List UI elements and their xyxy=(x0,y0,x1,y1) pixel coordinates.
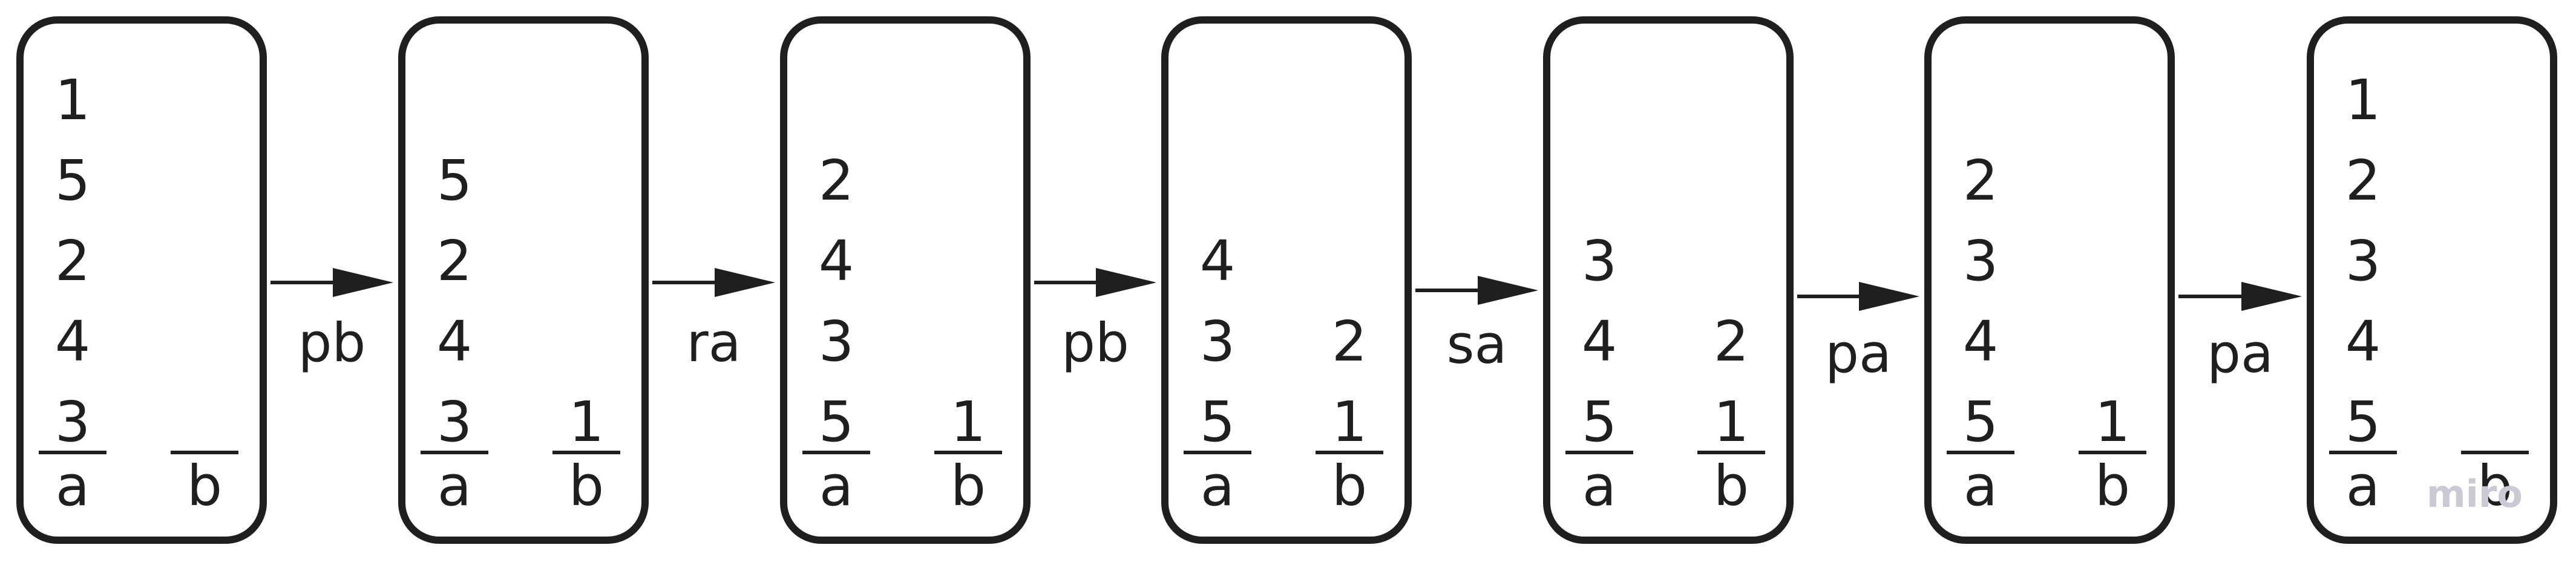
panel-frame xyxy=(16,16,267,544)
arrow-head-icon xyxy=(1096,268,1156,297)
arrow-head-icon xyxy=(1859,282,1919,311)
stack-a-value: 3 xyxy=(1200,309,1236,374)
stack-b-label: b xyxy=(1332,454,1367,518)
arrow-head-icon xyxy=(333,268,393,297)
stack-b-value: 2 xyxy=(1332,309,1368,374)
operation-arrow: pb xyxy=(270,268,393,374)
stack-state-panel: 4 3 5 2 1 a b xyxy=(1161,16,1412,544)
stack-a-value: 3 xyxy=(1963,229,1999,293)
stack-a-value: 5 xyxy=(55,148,91,213)
stack-state-panel: 2 3 4 5 1 a b xyxy=(1924,16,2175,544)
operation-arrow: pa xyxy=(1797,282,1919,385)
operation-label: sa xyxy=(1447,313,1507,376)
stack-b-label: b xyxy=(2477,454,2512,518)
stack-b-label: b xyxy=(951,454,986,518)
panel-frame xyxy=(780,16,1031,544)
stack-a-value: 5 xyxy=(437,148,473,213)
operation-arrow: pa xyxy=(2178,282,2302,385)
stack-state-panel: 1 2 3 4 5a b xyxy=(2307,16,2557,544)
stack-a-value: 2 xyxy=(55,229,91,293)
stack-a-value: 3 xyxy=(819,309,854,374)
stack-b-value: 1 xyxy=(1714,390,1749,454)
operation-label: pb xyxy=(1061,312,1129,374)
stack-a-value: 1 xyxy=(2345,68,2381,132)
stack-a-value: 4 xyxy=(55,309,91,374)
panel-frame xyxy=(1161,16,1412,544)
operation-label: ra xyxy=(686,312,741,374)
stack-state-panel: 2 4 3 5 1 a b xyxy=(780,16,1031,544)
stack-a-label: a xyxy=(56,454,90,518)
stack-a-value: 2 xyxy=(2345,148,2381,213)
panel-frame xyxy=(2307,16,2557,544)
stack-a-value: 4 xyxy=(819,229,854,293)
stack-a-label: a xyxy=(819,454,853,518)
operation-label: pa xyxy=(2207,322,2273,385)
stack-b-label: b xyxy=(569,454,604,518)
stack-a-value: 3 xyxy=(1582,229,1617,293)
stack-b-label: b xyxy=(1714,454,1749,518)
stack-a-value: 3 xyxy=(2345,229,2381,293)
panel-frame xyxy=(1924,16,2175,544)
stack-a-label: a xyxy=(1582,454,1616,518)
stack-a-value: 5 xyxy=(819,390,854,454)
miro-watermark: miro xyxy=(2427,472,2523,516)
stack-b-value: 1 xyxy=(2095,390,2131,454)
stack-a-value: 5 xyxy=(1582,390,1617,454)
arrow-head-icon xyxy=(715,268,775,297)
operation-arrow: sa xyxy=(1415,276,1538,376)
stack-a-label: a xyxy=(1964,454,1998,518)
operation-label: pa xyxy=(1825,322,1892,385)
stack-a-label: a xyxy=(2346,454,2380,518)
stack-a-value: 5 xyxy=(1963,390,1999,454)
stack-a-value: 2 xyxy=(1963,148,1999,213)
stack-a-value: 4 xyxy=(1200,229,1236,293)
stack-state-panel: 3 4 5 2 1 a b xyxy=(1543,16,1794,544)
stack-b-value: 1 xyxy=(569,390,605,454)
arrow-head-icon xyxy=(1478,276,1538,305)
stack-a-value: 4 xyxy=(437,309,473,374)
stack-a-value: 2 xyxy=(819,148,854,213)
operation-label: pb xyxy=(298,312,366,374)
stack-a-value: 5 xyxy=(2345,390,2381,454)
panel-frame xyxy=(1543,16,1794,544)
stack-b-label: b xyxy=(187,454,222,518)
stack-a-value: 4 xyxy=(1582,309,1617,374)
stack-a-value: 1 xyxy=(55,68,91,132)
stack-a-value: 4 xyxy=(1963,309,1999,374)
stack-b-value: 1 xyxy=(951,390,986,454)
stack-b-label: b xyxy=(2095,454,2130,518)
stack-a-label: a xyxy=(1201,454,1234,518)
stack-b-value: 2 xyxy=(1714,309,1749,374)
stack-a-label: a xyxy=(438,454,471,518)
stack-b-value: 1 xyxy=(1332,390,1368,454)
stack-state-panel: 5 2 4 3 1 a b xyxy=(398,16,649,544)
stack-a-value: 4 xyxy=(2345,309,2381,374)
panel-frame xyxy=(398,16,649,544)
operation-arrow: pb xyxy=(1034,268,1156,374)
arrow-head-icon xyxy=(2241,282,2302,311)
stack-state-panel: 1 5 2 4 3a b xyxy=(16,16,267,544)
stack-a-value: 3 xyxy=(55,390,91,454)
stack-a-value: 5 xyxy=(1200,390,1236,454)
stack-a-value: 3 xyxy=(437,390,473,454)
operation-arrow: ra xyxy=(652,268,775,374)
stack-a-value: 2 xyxy=(437,229,473,293)
